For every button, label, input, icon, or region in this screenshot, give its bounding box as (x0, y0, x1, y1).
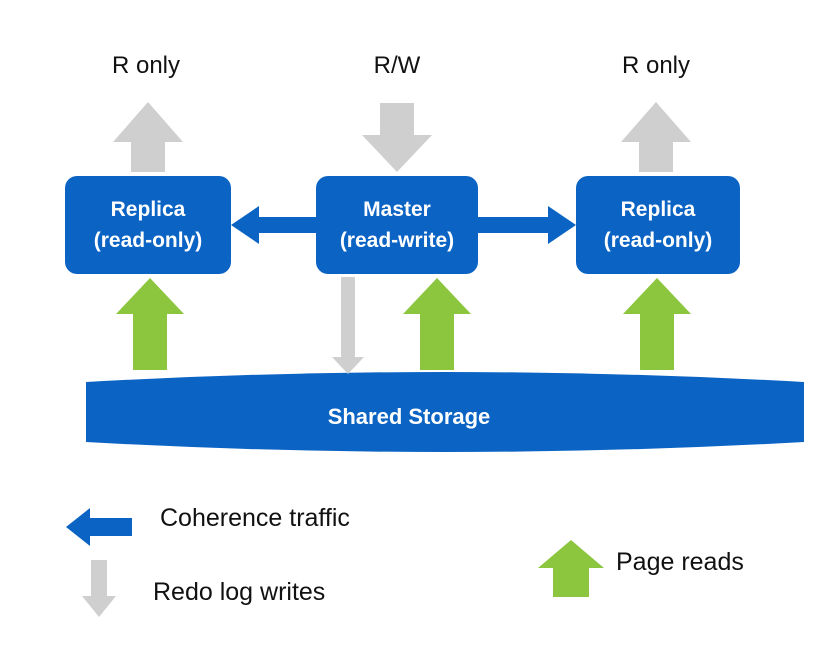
coherence-arrow-right (478, 206, 576, 244)
shared-storage-label: Shared Storage (327, 404, 491, 429)
page-read-arrow-left (116, 278, 184, 370)
replica-node-left: Replica (read-only) (65, 176, 231, 274)
master-node: Master (read-write) (316, 176, 478, 274)
legend-page-reads-label: Page reads (616, 548, 744, 576)
legend-page-reads-icon (538, 540, 604, 597)
read-out-arrow-left (113, 102, 183, 172)
read-out-arrow-right (621, 102, 691, 172)
shared-storage-cylinder (86, 372, 804, 452)
legend-coherence-icon (66, 508, 132, 546)
replica-node-right: Replica (read-only) (576, 176, 740, 274)
replica-right-title: Replica (620, 198, 696, 221)
legend-coherence-label: Coherence traffic (160, 504, 350, 532)
redo-log-arrow (332, 277, 364, 374)
replica-right-mode: (read-only) (603, 229, 713, 252)
legend-redo-icon (82, 560, 116, 617)
read-write-arrow-master (362, 103, 432, 172)
page-read-arrow-master (403, 278, 471, 370)
label-read-write: R/W (373, 52, 421, 79)
legend-redo-label: Redo log writes (153, 578, 326, 606)
page-read-arrow-right (623, 278, 691, 370)
replica-left-title: Replica (110, 198, 186, 221)
label-r-only-left: R only (111, 52, 181, 79)
replica-left-mode: (read-only) (93, 229, 203, 252)
coherence-arrow-left (231, 206, 316, 244)
master-title: Master (363, 198, 431, 221)
label-r-only-right: R only (621, 52, 691, 79)
master-mode: (read-write) (339, 229, 455, 252)
